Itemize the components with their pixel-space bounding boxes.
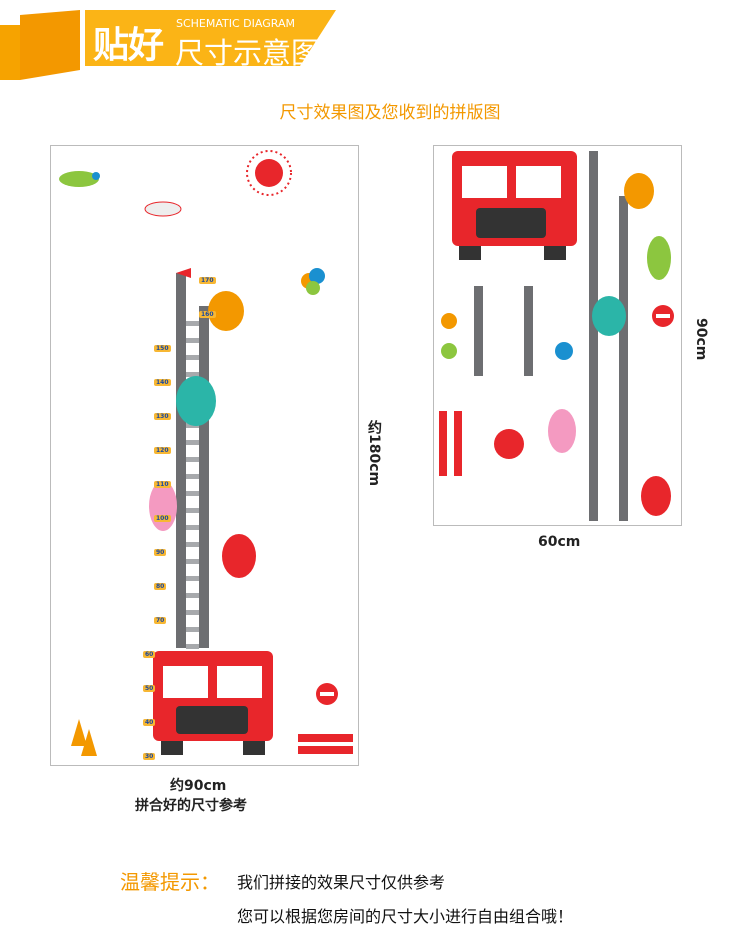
tips-line-1: 我们拼接的效果尺寸仅供参考 [237,873,446,892]
airplane-small-icon [144,201,182,217]
assembled-illustration [59,150,353,756]
sun-icon [246,150,292,196]
airplane-icon [59,171,100,187]
sheet-width-label: 60cm [538,534,581,550]
ladder-rung [186,474,199,479]
road-barrier-icon [298,734,353,754]
ladder-rung [186,610,199,615]
ruler-label: 130 [154,412,171,420]
ruler-label: 110 [154,480,171,488]
balloons-icon [441,313,573,360]
tips-line-2: 您可以根据您房间的尺寸大小进行自由组合哦！ [237,907,574,926]
ruler-label: 140 [154,378,171,386]
ladder-piece [474,286,533,376]
assembled-caption: 拼合好的尺寸参考 [135,798,247,814]
assembled-width-label: 约90cm [170,778,227,794]
sun-icon [494,429,524,459]
ruler-label: 100 [154,514,171,522]
ruler-label: 160 [199,310,216,318]
ladder-rung [186,593,199,598]
ladder-rung [186,355,199,360]
ruler-label: 80 [154,582,167,590]
ladder-rung [186,321,199,326]
ladder-rung [186,457,199,462]
ruler-label: 60 [143,650,156,658]
ladder-long [589,151,628,521]
sheet-illustration [439,151,674,521]
ladder-rung [186,372,199,377]
section-subtitle: 尺寸效果图及您收到的拼版图 [279,103,501,123]
ladder-rung [186,644,199,649]
assembled-preview-panel: 30 40 50 60 70 80 90 100 110 120 130 140 150 160 170 [50,145,359,766]
characters [548,173,671,516]
sheet-layout-panel [433,145,682,526]
ruler-label: 120 [154,446,171,454]
ladder-rung [186,559,199,564]
ladder-rung [186,508,199,513]
ladder-rung [186,491,199,496]
no-entry-sign-icon [316,683,338,705]
ruler-label: 150 [154,344,171,352]
ladder-rung [186,338,199,343]
banner-title-en: SCHEMATIC DIAGRAM [176,17,295,30]
tips-label: 温馨提示： [120,870,220,894]
ladder-rung [186,627,199,632]
ruler-label: 40 [143,718,156,726]
ruler-label: 70 [154,616,167,624]
ladder-rung [186,542,199,547]
sheet-height-label: 90cm [693,318,709,361]
no-entry-sign-icon [652,305,674,327]
balloons-icon [301,268,325,295]
road-barrier-icon [439,411,462,476]
ladder-rung [186,440,199,445]
ruler-label: 170 [199,276,216,284]
ladder [176,273,209,649]
assembled-height-label: 约180cm [366,420,382,487]
traffic-cones-icon [71,719,97,756]
banner-title-bold: 贴好 [93,25,164,66]
ruler-label: 50 [143,684,156,692]
fire-truck [153,651,273,755]
ruler-label: 90 [154,548,167,556]
banner-title-light: 尺寸示意图 [175,36,321,70]
ladder-rung [186,525,199,530]
ruler-label: 30 [143,753,156,760]
fire-truck [452,151,577,260]
airplane-icon [647,236,671,280]
flag-icon [176,268,191,278]
header-banner [0,10,336,80]
ladder-rung [186,576,199,581]
